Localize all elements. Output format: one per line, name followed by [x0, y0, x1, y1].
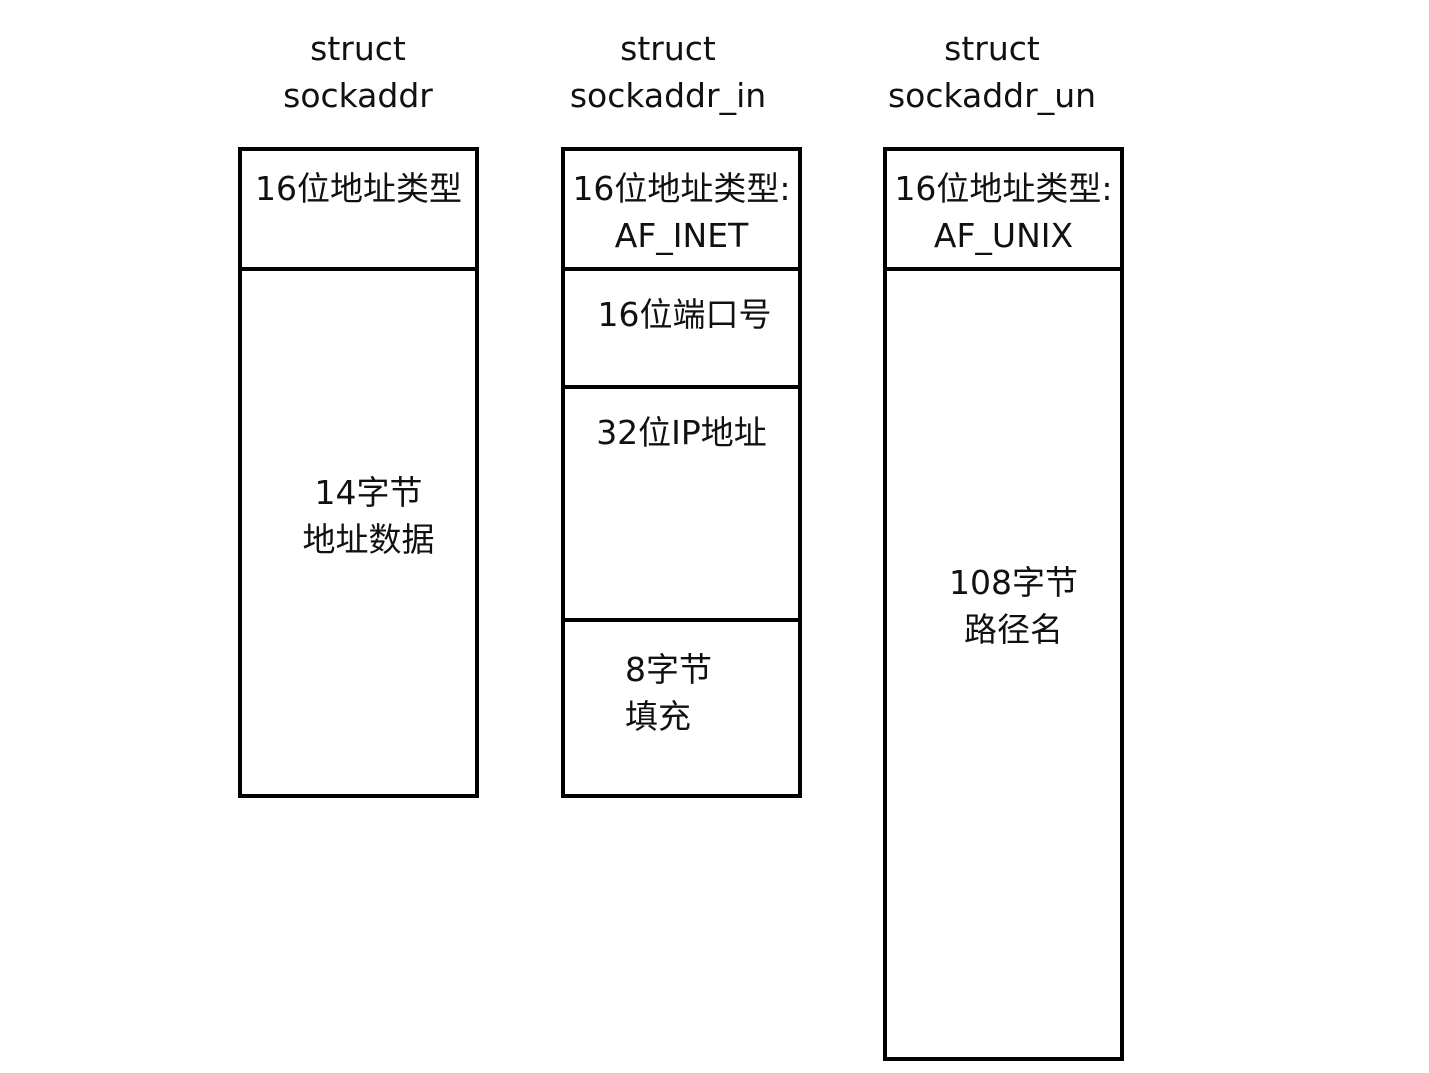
struct-sockaddr-un-title-line2: sockaddr_un — [887, 76, 1097, 115]
sockaddr-in-field-padding-label2: 填充 — [625, 697, 691, 736]
sockaddr-in-field-ip: 32位IP地址 — [565, 385, 798, 620]
sockaddr-in-field-ip-label: 32位IP地址 — [596, 413, 767, 452]
sockaddr-field-data-label: 14字节 — [314, 473, 423, 512]
struct-sockaddr-un-title: struct sockaddr_un — [872, 25, 1112, 119]
struct-sockaddr-in-title: struct sockaddr_in — [548, 25, 788, 119]
sockaddr-un-field-path-label2: 路径名 — [964, 610, 1063, 649]
struct-sockaddr-title-line1: struct — [310, 29, 406, 68]
struct-sockaddr-in-title-line1: struct — [620, 29, 716, 68]
sockaddr-in-field-family-label: 16位地址类型: — [572, 169, 791, 208]
sockaddr-un-field-path: 108字节 路径名 — [887, 267, 1120, 1057]
struct-sockaddr-un-box: 16位地址类型: AF_UNIX 108字节 路径名 — [883, 147, 1124, 1061]
struct-sockaddr-title: struct sockaddr — [238, 25, 478, 119]
struct-sockaddr-un-title-line1: struct — [944, 29, 1040, 68]
struct-sockaddr-in-title-line2: sockaddr_in — [569, 76, 767, 115]
sockaddr-un-field-family-value: AF_UNIX — [933, 216, 1074, 255]
sockaddr-field-data-label2: 地址数据 — [302, 520, 435, 559]
struct-sockaddr-title-line2: sockaddr — [283, 76, 433, 115]
sockaddr-in-field-family: 16位地址类型: AF_INET — [565, 151, 798, 269]
sockaddr-in-field-padding: 8字节 填充 — [565, 618, 798, 794]
sockaddr-un-field-family: 16位地址类型: AF_UNIX — [887, 151, 1120, 269]
struct-sockaddr-box: 16位地址类型 14字节 地址数据 — [238, 147, 479, 798]
sockaddr-un-field-family-label: 16位地址类型: — [894, 169, 1113, 208]
struct-sockaddr-in-box: 16位地址类型: AF_INET 16位端口号 32位IP地址 8字节 填充 — [561, 147, 802, 798]
sockaddr-field-family: 16位地址类型 — [242, 151, 475, 269]
sockaddr-field-family-label: 16位地址类型 — [255, 169, 462, 208]
sockaddr-in-field-padding-label: 8字节 — [625, 650, 712, 689]
sockaddr-un-field-path-label: 108字节 — [949, 563, 1078, 602]
sockaddr-in-field-family-value: AF_INET — [614, 216, 749, 255]
sockaddr-field-data: 14字节 地址数据 — [242, 267, 475, 794]
sockaddr-in-field-port-label: 16位端口号 — [597, 295, 772, 334]
sockaddr-in-field-port: 16位端口号 — [565, 267, 798, 387]
